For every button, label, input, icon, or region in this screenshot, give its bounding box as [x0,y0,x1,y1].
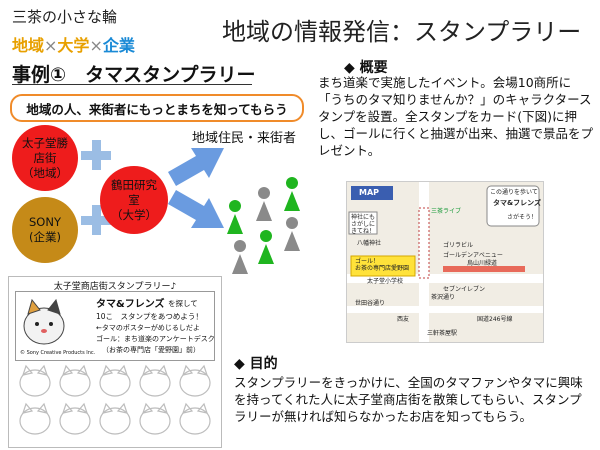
stamp-slot-icon [99,402,131,435]
map-callout: この通りを歩いて [490,189,538,196]
stamp-slot-icon [139,364,171,397]
tagline-times-2: × [89,36,103,55]
tagline-region: 地域 [12,36,45,55]
card-line-2: 10こ スタンプをあつめよう！ [96,312,203,321]
arrow-up-icon [168,148,224,186]
map-promenade: ゴールデンアベニュー [443,252,503,259]
stamp-grid [19,364,211,435]
person-green-icon-2 [284,177,300,211]
collaboration-diagram [81,140,300,274]
map-graphic [347,182,543,342]
node-university: 鶴田研究 室 （大学） [100,166,168,234]
map-sancha-station: 三軒茶屋駅 [427,330,458,337]
residents-label: 地域住民・来街者 [192,131,297,146]
stamp-slot-icon [19,402,51,435]
card-line-5: （お茶の専門店「愛野園」前） [102,346,200,354]
card-line-1: を探して [168,299,198,308]
map-gorilla: ゴリラビル [443,242,474,249]
brand-name: 三茶の小さな輪 [12,8,118,26]
card-copyright: © Sony Creative Products Inc. [20,350,96,356]
plus-icon-2 [81,205,111,235]
card-title: 太子堂商店街スタンプラリー♪ [53,282,177,292]
stamp-slot-icon [179,364,211,397]
node-shotengai: 太子堂勝 店街 （地域） [12,125,78,191]
map-sancha-live: 三茶ライブ [431,208,462,215]
stamp-slot-icon [139,402,171,435]
title-underline [12,84,252,85]
tagline-times: × [44,36,58,55]
stamp-card: 太子堂商店街スタンプラリー♪ © Sony Creative Products … [8,276,222,448]
stamp-slot-icon [59,402,91,435]
brand-tagline: 地域×大学×企業 [12,32,135,56]
page-title: 地域の情報発信：スタンプラリー [222,18,582,46]
tagline-company: 企業 [102,36,135,55]
case-title: 事例① タマスタンプラリー [12,64,256,86]
map-goal-note: ゴール！ お茶の専門店愛野園 [355,258,410,272]
map-road: 茶沢通り [431,294,456,301]
map-school: 太子堂小学校 [367,278,404,285]
map-eleven: セブンイレブン [443,286,486,293]
map-callout-2: さがそう！ [507,214,538,221]
plus-icon [81,140,111,170]
map-shrine-note: 神社にも さがしに きてね！ [351,214,376,235]
person-gray-icon-2 [232,240,248,274]
overview-text: まち道楽で実施したイベント。会場10商所に「うちのタマ知りませんか？」のキャラク… [318,75,594,158]
stamp-slot-icon [179,402,211,435]
person-gray-icon [256,187,272,221]
card-line-3: ←タマのポスターがめじるしだよ [96,324,200,332]
overview-heading: ◆ 概要 [344,60,388,76]
goal-text: スタンプラリーをきっかけに、全国のタマファンやタマに興味を持ってくれた人に太子堂… [234,375,583,424]
map-hachiman: 八幡神社 [357,240,382,247]
person-green-icon-3 [258,230,274,264]
map-seiyu: 西友 [397,316,410,323]
card-line-4: ゴール：まち道楽のアンケートデスク [96,335,215,343]
map-route246: 国道246号線 [477,316,513,323]
tagline-university: 大学 [57,36,90,55]
person-gray-icon-3 [284,217,300,251]
map-title: MAP [359,188,380,197]
node-sony: SONY (企業) [12,197,78,263]
rally-map: MAP この通りを歩いて タマ&フレンズ さがそう！ 神社にも さがしに きてね… [346,181,544,343]
arrow-down-icon [168,190,224,228]
map-setagaya: 世田谷通り [355,300,386,307]
goal-heading: ◆ 目的 [234,356,278,372]
map-karasuyama: 烏山川緑道 [467,260,498,267]
tama-cat-icon [23,298,65,345]
stamp-slot-icon [19,364,51,397]
map-logo: タマ&フレンズ [493,199,541,207]
purpose-callout: 地域の人、来街者にもっとまちを知ってもらう [10,94,304,122]
stamp-slot-icon [99,364,131,397]
stamp-slot-icon [59,364,91,397]
card-logo: タマ&フレンズ [96,299,165,310]
person-green-icon [227,200,243,234]
card-info-panel: © Sony Creative Products Inc. タマ&フレンズ を探… [15,291,215,361]
